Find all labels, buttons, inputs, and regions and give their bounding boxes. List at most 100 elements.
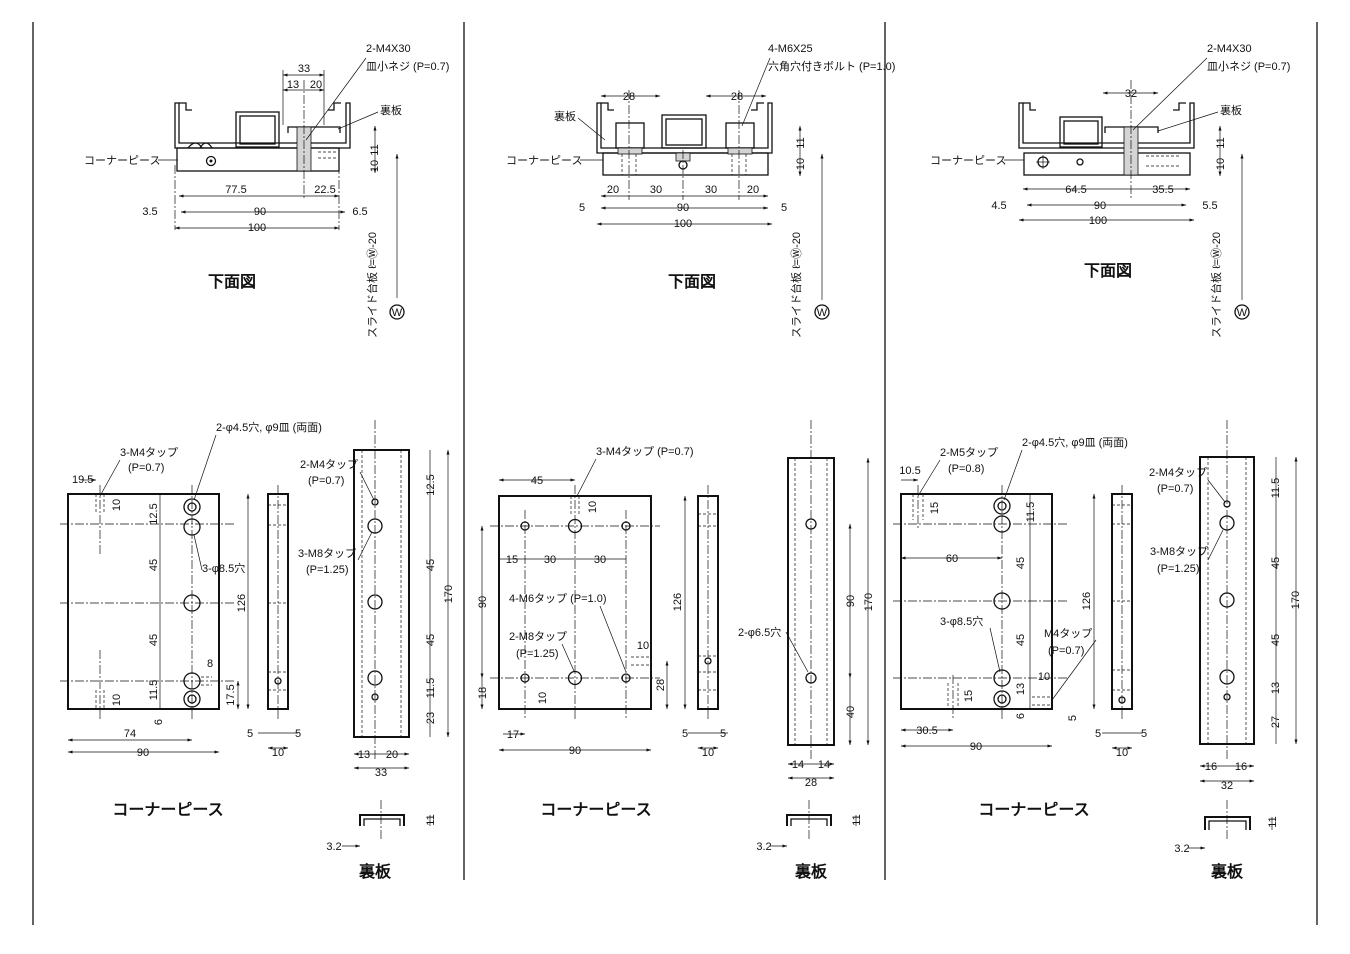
- dim-text: 11: [851, 814, 863, 825]
- dim-text: 35.5: [1152, 184, 1173, 196]
- w-mark: W: [392, 307, 403, 319]
- dim-text: 11: [1215, 137, 1227, 148]
- dim-text: 3.2: [326, 841, 341, 853]
- dim-text: 100: [1089, 215, 1107, 227]
- dim-text: 30: [705, 184, 717, 196]
- hole: [183, 594, 201, 612]
- dim-text: 45: [1270, 634, 1282, 646]
- corner-piece-right: 10.5 15 11.5 60 45 45 13 10 6 5 15 126 3…: [893, 435, 1147, 819]
- callout-corner-piece: コーナーピース: [930, 154, 1006, 167]
- backplate-section: [359, 814, 405, 826]
- dim-text: 45: [531, 475, 543, 487]
- hole-countersunk: [993, 690, 1011, 708]
- tap-hole: [367, 594, 383, 610]
- corner-piece-title: コーナーピース: [978, 801, 1089, 819]
- dim-text: 18: [477, 687, 489, 699]
- dim-text: 10: [111, 499, 123, 511]
- dim-text: 5: [579, 202, 585, 214]
- callout-tap-pitch: (P=1.25): [516, 648, 559, 660]
- callout-backplate: 裏板: [554, 109, 576, 123]
- callout-tap: 4-M6タップ (P=1.0): [509, 592, 607, 605]
- dim-text: 10: [795, 158, 807, 170]
- dim-text: 170: [443, 585, 455, 603]
- corner-piece-outline: [176, 147, 340, 172]
- dim-text: 77.5: [225, 184, 246, 196]
- hole-countersunk: [183, 498, 201, 516]
- callout-screw: 2-M4X30: [366, 43, 411, 55]
- callout-tap: 3-M4タップ (P=0.7): [596, 445, 694, 458]
- callout-hole: 3-φ8.5穴: [940, 614, 983, 628]
- dim-text: 30: [594, 554, 606, 566]
- callout-tap: 2-M8タップ: [509, 630, 567, 643]
- callout-hole: 2-φ6.5穴: [738, 625, 781, 639]
- dim-text: 30: [650, 184, 662, 196]
- callout-tap-pitch: (P=0.7): [308, 475, 344, 487]
- dim-text: 100: [674, 218, 692, 230]
- tap-hole: [371, 693, 379, 701]
- callout-hole: 2-φ4.5穴, φ9皿 (両面): [1022, 435, 1128, 449]
- corner-piece-left: 19.5 10 12.5 45 45 11.5 10 6 8 17.5 126 …: [60, 420, 322, 819]
- callout-tap-pitch: (P=0.7): [1048, 645, 1084, 657]
- bottom-view-title: 下面図: [1084, 262, 1132, 280]
- tap-hole: [567, 518, 583, 534]
- dim-text: 90: [677, 202, 689, 214]
- dim-text: 20: [310, 79, 322, 91]
- hole: [183, 518, 201, 536]
- dim-text: 45: [425, 634, 437, 646]
- dim-text: 15: [963, 690, 975, 702]
- callout-tap: 2-M5タップ: [940, 446, 998, 459]
- dim-text: 10: [1038, 671, 1050, 683]
- callout-tap: 3-M8タップ: [1150, 545, 1208, 558]
- dim-text: 20: [747, 184, 759, 196]
- hole: [993, 515, 1011, 533]
- dim-text: 10: [1116, 747, 1128, 759]
- dim-text: 5: [720, 728, 726, 740]
- dim-text: 15: [929, 502, 941, 514]
- center-rail: [235, 111, 280, 148]
- dim-text: 74: [124, 728, 136, 740]
- bottom-view-right: 32 64.5 35.5 4.5 90 5.5 100 11 10 スライド台板…: [930, 43, 1290, 338]
- dim-text: 33: [298, 63, 310, 75]
- dim-text: 60: [946, 553, 958, 565]
- w-mark: W: [1237, 307, 1248, 319]
- dim-text: 12.5: [425, 474, 437, 495]
- w-mark-circle: [389, 304, 405, 320]
- tap-hole: [371, 498, 379, 506]
- dim-text: 22.5: [314, 184, 335, 196]
- corner-piece-title: コーナーピース: [112, 801, 223, 819]
- panel-middle: 28 28 20 30 30 20 5 90 5 100 11 10 スライド台…: [477, 43, 895, 881]
- bottom-view-title: 下面図: [668, 273, 716, 291]
- dim-text: 23: [425, 712, 437, 724]
- slide-plate-label: スライド台板 ℓ=Ⓦ-20: [365, 232, 379, 338]
- hole-countersunk: [993, 497, 1011, 515]
- dim-text: 17.5: [225, 684, 237, 705]
- bolt-head: [615, 122, 645, 149]
- w-mark-circle: [814, 304, 830, 320]
- callout-tap: 2-M4タップ: [1149, 466, 1207, 479]
- dim-text: 27: [1270, 716, 1282, 728]
- callout-corner-piece: コーナーピース: [84, 154, 160, 167]
- hole: [805, 672, 817, 684]
- tap-hole: [367, 518, 383, 534]
- dim-text: 45: [148, 634, 160, 646]
- dim-text: 11.5: [425, 678, 437, 699]
- dim-text: 45: [425, 559, 437, 571]
- dim-text: 45: [1015, 557, 1027, 569]
- dim-text: 19.5: [72, 474, 93, 486]
- dim-text: 90: [569, 745, 581, 757]
- dim-text: 64.5: [1065, 184, 1086, 196]
- callout-tap-pitch: (P=1.25): [1157, 563, 1200, 575]
- bottom-view-title: 下面図: [208, 273, 256, 291]
- dim-text: 10: [537, 692, 549, 704]
- backplate-section: [1204, 816, 1251, 830]
- dim-text: 6.5: [352, 206, 367, 218]
- dim-text: 33: [375, 767, 387, 779]
- dim-text: 12.5: [148, 503, 160, 524]
- dim-text: 20: [386, 749, 398, 761]
- dim-text: 11.5: [148, 680, 160, 701]
- dim-text: 13: [1270, 682, 1282, 694]
- dim-text: 10: [272, 747, 284, 759]
- dim-text: 10: [111, 694, 123, 706]
- backplate-title: 裏板: [358, 862, 392, 881]
- dim-text: 90: [254, 206, 266, 218]
